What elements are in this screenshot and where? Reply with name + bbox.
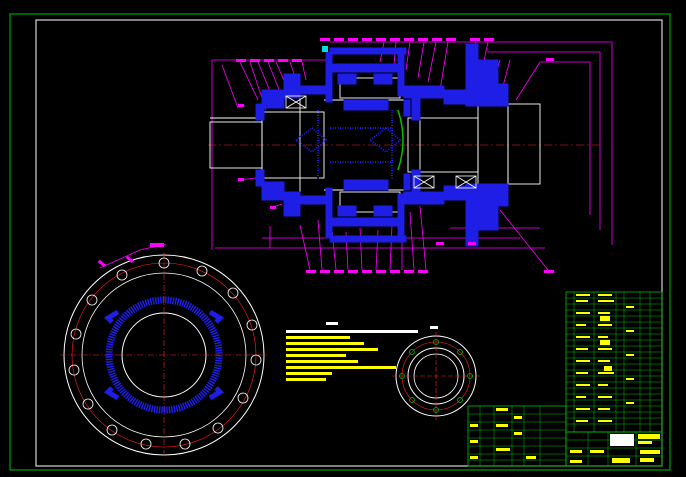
revision-table xyxy=(467,405,567,467)
bolt-holes xyxy=(68,257,262,450)
flange-end-view xyxy=(60,243,268,458)
technical-requirements xyxy=(286,322,418,381)
small-flange-view xyxy=(392,326,480,420)
gear-teeth xyxy=(294,110,402,180)
parts-list-table xyxy=(565,291,663,433)
outer-border xyxy=(9,13,671,471)
balloon-tags xyxy=(236,38,554,273)
cyan-tag xyxy=(322,46,328,52)
inner-border xyxy=(35,19,663,467)
ring-gear-arc xyxy=(397,109,404,171)
title-block xyxy=(565,431,663,467)
assembly-section-view xyxy=(208,38,613,273)
dimension-lines xyxy=(211,41,613,271)
bearings xyxy=(285,95,477,189)
housing-section xyxy=(255,43,509,247)
